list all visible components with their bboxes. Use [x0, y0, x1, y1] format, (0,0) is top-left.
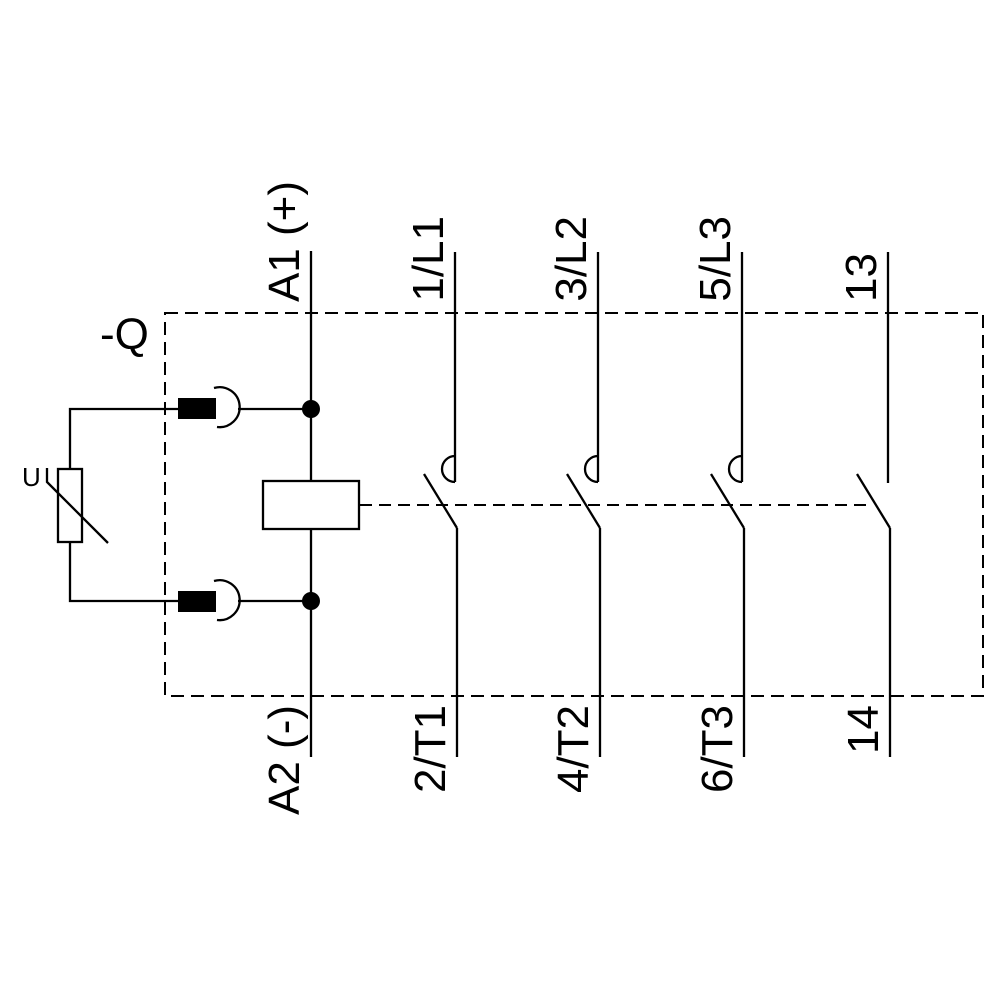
terminal-label-14: 14 — [839, 705, 888, 754]
main-contact-1-arc — [440, 454, 456, 484]
connector-pin-top — [178, 398, 216, 419]
connector-socket-arc-bottom — [213, 579, 241, 622]
main-contact-1 — [423, 252, 459, 757]
terminal-label-a2: A2 (-) — [260, 705, 309, 815]
main-contact-2 — [566, 252, 602, 757]
device-enclosure-dashed-outline — [164, 312, 984, 697]
main-contact-3-blade — [710, 473, 745, 529]
varistor-voltage-label: U — [22, 462, 41, 492]
terminal-label-4t2: 4/T2 — [549, 705, 598, 794]
suppressor-branch-wiring — [68, 407, 178, 603]
terminal-label-5l3: 5/L3 — [691, 216, 740, 302]
connector-socket-arc-top — [213, 386, 241, 429]
device-designation-label: -Q — [100, 310, 149, 359]
terminal-label-1l1: 1/L1 — [404, 216, 453, 302]
aux-contact-blade — [856, 473, 891, 529]
main-contact-2-arc — [583, 454, 599, 484]
terminal-label-3l2: 3/L2 — [547, 216, 596, 302]
terminal-label-2t1: 2/T1 — [406, 705, 455, 794]
coil-symbol — [261, 479, 361, 531]
main-contact-3-arc — [727, 454, 743, 484]
terminal-label-6t3: 6/T3 — [693, 705, 742, 794]
terminal-label-13: 13 — [837, 253, 886, 302]
main-contact-2-blade — [566, 473, 601, 529]
connector-pin-bottom — [178, 591, 216, 612]
terminal-label-a1: A1 (+) — [260, 180, 309, 302]
aux-contact — [856, 252, 892, 757]
varistor-diagonal-stroke — [45, 468, 109, 544]
main-contact-3 — [710, 252, 746, 757]
junction-dot-top — [302, 400, 320, 418]
main-contact-1-blade — [423, 473, 458, 529]
junction-dot-bottom — [302, 592, 320, 610]
